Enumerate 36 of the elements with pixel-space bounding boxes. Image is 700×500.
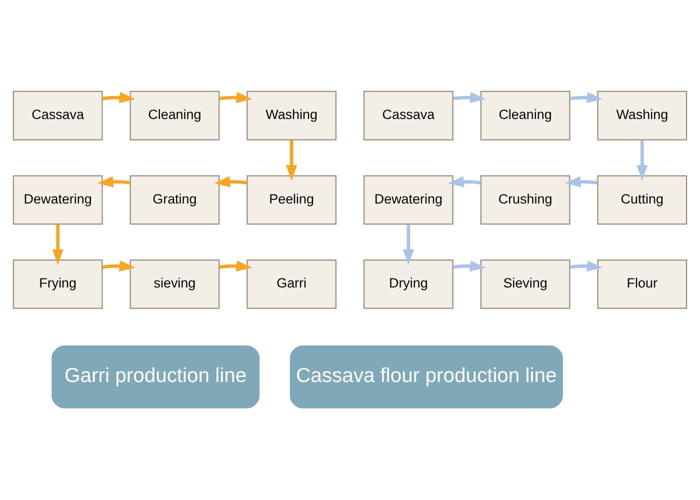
node-box: Dewatering: [12, 174, 103, 224]
arrow: [452, 92, 486, 102]
node-box: Peeling: [246, 174, 337, 224]
node-box: Cutting: [597, 174, 688, 224]
node-box: Cassava flour production line: [288, 342, 566, 410]
node-box: Washing: [246, 90, 337, 140]
arrow: [98, 176, 130, 187]
arrow: [52, 224, 64, 265]
node-box: Cassava: [12, 90, 103, 140]
arrow: [452, 260, 486, 272]
arrow: [570, 260, 603, 272]
node-box: Frying: [12, 258, 103, 308]
node-box: Washing: [597, 90, 688, 140]
node-box: Dewatering: [363, 174, 454, 224]
arrow: [636, 140, 648, 180]
arrow: [102, 260, 136, 272]
node-box: Crushing: [480, 174, 570, 224]
node-box: Garri production line: [49, 342, 262, 410]
node-box: Grating: [130, 174, 220, 224]
node-box: Sieving: [480, 258, 570, 308]
node-box: Flour: [597, 258, 688, 308]
arrow: [219, 260, 252, 272]
arrow: [286, 140, 298, 180]
arrow: [102, 92, 136, 102]
node-box: Cleaning: [130, 90, 220, 140]
node-box: Drying: [363, 258, 454, 308]
node-box: Cassava: [363, 90, 454, 140]
node-box: sieving: [130, 258, 220, 308]
arrow: [402, 224, 414, 265]
arrow: [219, 92, 252, 102]
arrow: [448, 176, 481, 187]
node-box: Cleaning: [480, 90, 570, 140]
arrow: [564, 176, 598, 187]
node-box: Garri: [246, 258, 337, 308]
arrow: [570, 92, 603, 102]
arrow: [214, 176, 248, 187]
